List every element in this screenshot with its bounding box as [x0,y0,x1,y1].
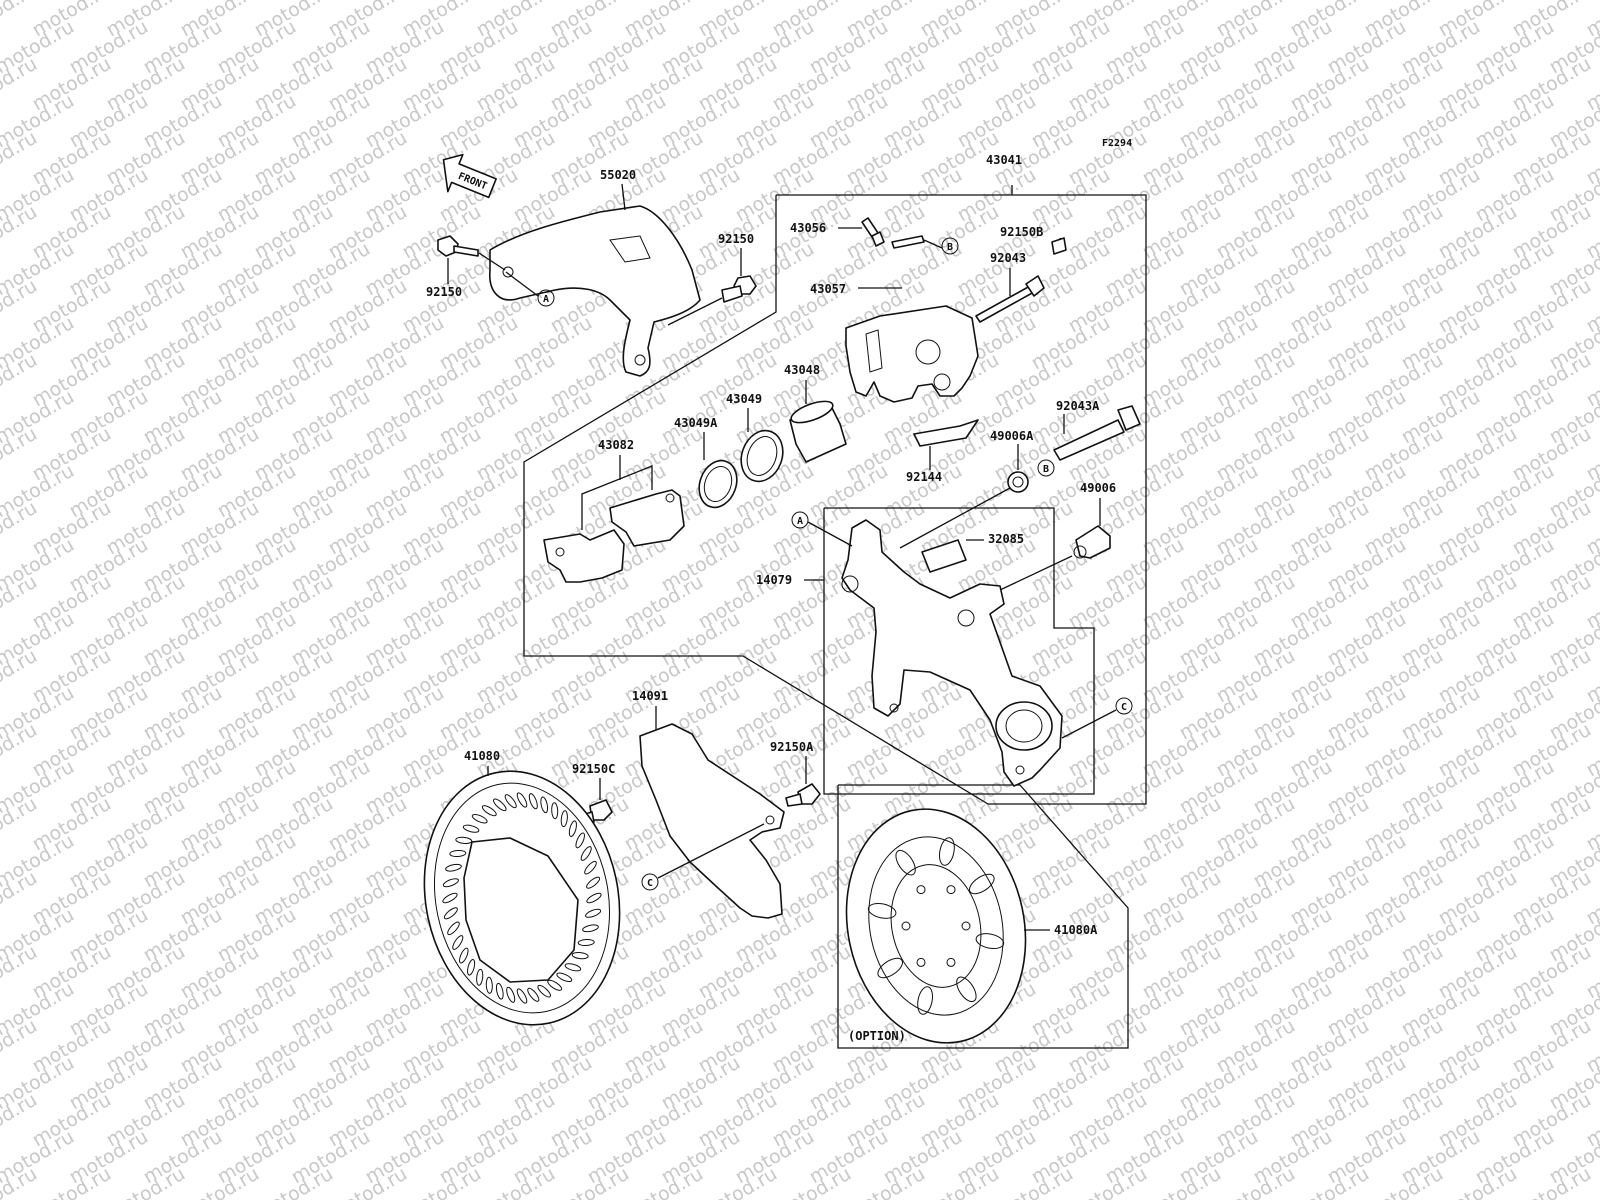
ref-a-guard-text: A [543,294,549,305]
boot-49006A [1007,471,1029,493]
label-14079: 14079 [756,573,792,587]
option-label: (OPTION) [848,1029,906,1043]
ref-c-guard-text: C [647,878,653,889]
label-92150C: 92150C [572,762,615,776]
figure-code: F2294 [1102,138,1132,149]
label-43049A: 43049A [674,416,718,430]
bolt-92150-left [437,235,479,257]
label-43056: 43056 [790,221,826,235]
label-92150-left: 92150 [426,285,462,299]
label-92150A: 92150A [770,740,814,754]
label-43049: 43049 [726,392,762,406]
label-14091: 14091 [632,689,668,703]
ref-b-pin-text: B [1043,464,1049,475]
label-43082: 43082 [598,438,634,452]
label-43057: 43057 [810,282,846,296]
label-49006: 49006 [1080,481,1116,495]
label-92150-right: 92150 [718,232,754,246]
ref-a-bracket-text: A [797,516,803,527]
label-92043: 92043 [990,251,1026,265]
ref-c-bracket-text: C [1121,702,1127,713]
label-92144: 92144 [906,470,942,484]
caliper-body [845,305,979,403]
label-41080A: 41080A [1054,923,1098,937]
label-92043A: 92043A [1056,399,1100,413]
label-43048: 43048 [784,363,820,377]
label-92150B: 92150B [1000,225,1043,239]
label-43041: 43041 [986,153,1022,167]
plug-92150B [1051,237,1067,255]
label-32085: 32085 [988,532,1024,546]
label-55020: 55020 [600,168,636,182]
label-49006A: 49006A [990,429,1034,443]
label-41080: 41080 [464,749,500,763]
ref-b-top-text: B [947,242,953,253]
